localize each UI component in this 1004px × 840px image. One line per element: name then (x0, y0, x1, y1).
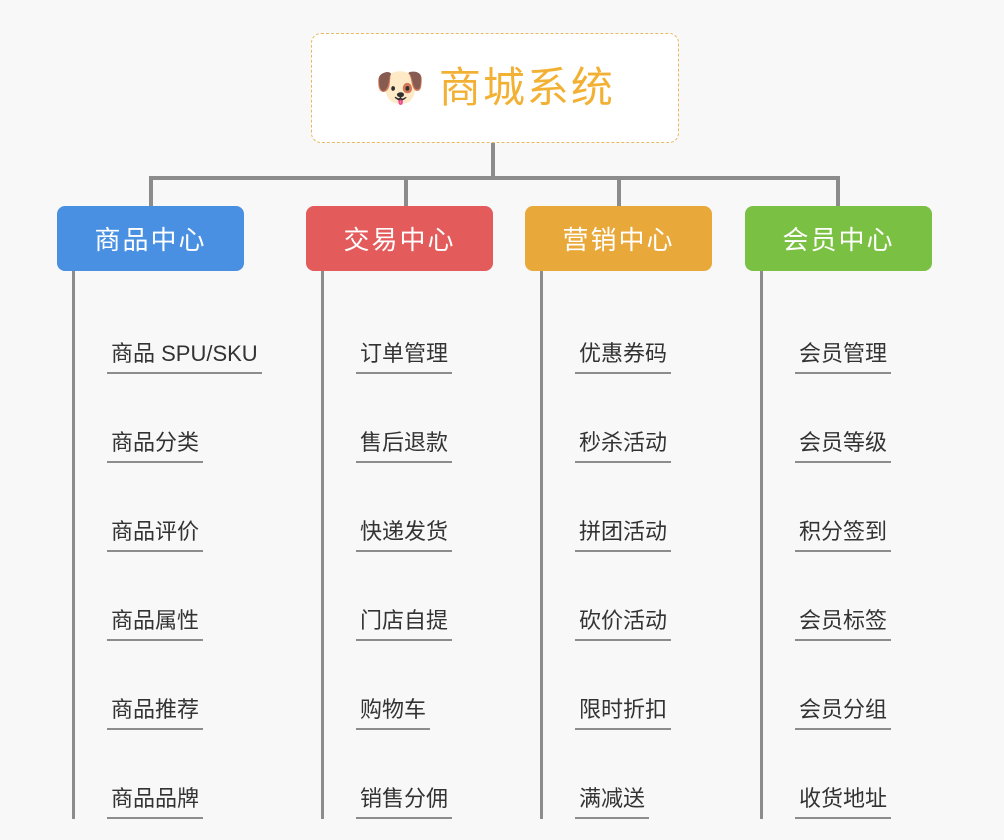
list-item[interactable]: 限时折扣 (543, 641, 725, 730)
child-list-member: 会员管理 会员等级 积分签到 会员标签 会员分组 收货地址 (760, 271, 945, 819)
leaf-label: 订单管理 (356, 341, 453, 374)
child-list-product: 商品 SPU/SKU 商品分类 商品评价 商品属性 商品推荐 商品品牌 (72, 271, 297, 819)
branch-column-marketing: 营销中心 优惠券码 秒杀活动 拼团活动 砍价活动 限时折扣 满减送 (525, 206, 725, 819)
child-list-trade: 订单管理 售后退款 快递发货 门店自提 购物车 销售分佣 (321, 271, 506, 819)
connector-drop-1 (149, 176, 153, 209)
list-item[interactable]: 门店自提 (324, 552, 506, 641)
leaf-label: 商品属性 (107, 608, 204, 641)
list-item[interactable]: 商品评价 (75, 463, 297, 552)
leaf-label: 收货地址 (795, 786, 892, 819)
category-label: 会员中心 (782, 225, 895, 255)
connector-root-stem (491, 143, 495, 179)
category-header-member[interactable]: 会员中心 (745, 206, 932, 271)
leaf-label: 商品 SPU/SKU (107, 341, 262, 374)
leaf-label: 销售分佣 (356, 786, 453, 819)
category-header-trade[interactable]: 交易中心 (306, 206, 493, 271)
leaf-label: 会员标签 (795, 608, 892, 641)
list-item[interactable]: 快递发货 (324, 463, 506, 552)
list-item[interactable]: 会员管理 (763, 285, 945, 374)
list-item[interactable]: 满减送 (543, 730, 725, 819)
connector-horizontal-bus (149, 176, 838, 180)
leaf-label: 商品评价 (107, 519, 204, 552)
leaf-label: 快递发货 (356, 519, 453, 552)
dog-face-icon: 🐶 (375, 66, 425, 110)
list-item[interactable]: 商品分类 (75, 374, 297, 463)
category-label: 商品中心 (94, 225, 207, 255)
branch-column-product: 商品中心 商品 SPU/SKU 商品分类 商品评价 商品属性 商品推荐 商品品牌 (57, 206, 297, 819)
leaf-label: 积分签到 (795, 519, 892, 552)
list-item[interactable]: 商品属性 (75, 552, 297, 641)
category-label: 营销中心 (562, 225, 675, 255)
leaf-label: 拼团活动 (575, 519, 672, 552)
connector-drop-2 (404, 176, 408, 209)
branch-column-member: 会员中心 会员管理 会员等级 积分签到 会员标签 会员分组 收货地址 (745, 206, 945, 819)
list-item[interactable]: 购物车 (324, 641, 506, 730)
list-item[interactable]: 销售分佣 (324, 730, 506, 819)
leaf-label: 限时折扣 (575, 697, 672, 730)
category-header-marketing[interactable]: 营销中心 (525, 206, 712, 271)
child-list-marketing: 优惠券码 秒杀活动 拼团活动 砍价活动 限时折扣 满减送 (540, 271, 725, 819)
list-item[interactable]: 商品 SPU/SKU (75, 285, 297, 374)
leaf-label: 商品分类 (107, 430, 204, 463)
connector-drop-4 (836, 176, 840, 209)
list-item[interactable]: 秒杀活动 (543, 374, 725, 463)
list-item[interactable]: 积分签到 (763, 463, 945, 552)
list-item[interactable]: 订单管理 (324, 285, 506, 374)
list-item[interactable]: 会员标签 (763, 552, 945, 641)
list-item[interactable]: 收货地址 (763, 730, 945, 819)
category-header-product[interactable]: 商品中心 (57, 206, 244, 271)
leaf-label: 会员分组 (795, 697, 892, 730)
list-item[interactable]: 商品推荐 (75, 641, 297, 730)
leaf-label: 优惠券码 (575, 341, 672, 374)
branch-column-trade: 交易中心 订单管理 售后退款 快递发货 门店自提 购物车 销售分佣 (306, 206, 506, 819)
leaf-label: 商品品牌 (107, 786, 204, 819)
leaf-label: 秒杀活动 (575, 430, 672, 463)
leaf-label: 商品推荐 (107, 697, 204, 730)
leaf-label: 售后退款 (356, 430, 453, 463)
list-item[interactable]: 拼团活动 (543, 463, 725, 552)
leaf-label: 门店自提 (356, 608, 453, 641)
leaf-label: 满减送 (575, 786, 650, 819)
leaf-label: 会员管理 (795, 341, 892, 374)
category-label: 交易中心 (343, 225, 456, 255)
root-node[interactable]: 🐶 商城系统 (311, 33, 679, 143)
connector-drop-3 (617, 176, 621, 209)
leaf-label: 购物车 (356, 697, 431, 730)
leaf-label: 会员等级 (795, 430, 892, 463)
list-item[interactable]: 会员分组 (763, 641, 945, 730)
list-item[interactable]: 售后退款 (324, 374, 506, 463)
root-title: 商城系统 (438, 64, 615, 111)
leaf-label: 砍价活动 (575, 608, 672, 641)
list-item[interactable]: 砍价活动 (543, 552, 725, 641)
list-item[interactable]: 优惠券码 (543, 285, 725, 374)
list-item[interactable]: 会员等级 (763, 374, 945, 463)
list-item[interactable]: 商品品牌 (75, 730, 297, 819)
